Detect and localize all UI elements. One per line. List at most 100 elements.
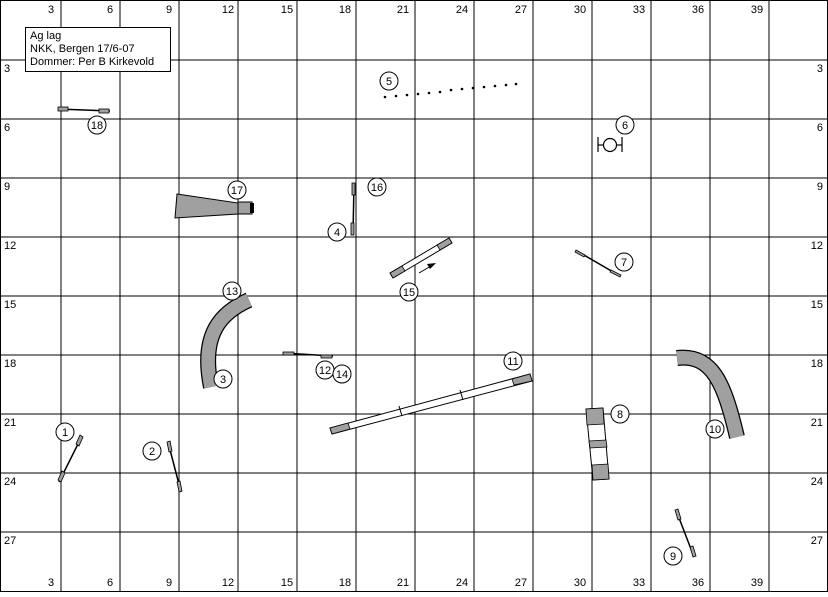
marker-label: 8 (617, 409, 623, 421)
jump-wing (674, 508, 682, 521)
jump-wing (351, 182, 356, 196)
weave-pole (449, 88, 453, 92)
jump-wing (689, 545, 697, 558)
tyre-ring (602, 137, 618, 153)
tunnel-body (201, 293, 252, 389)
obstacle-marker-2[interactable]: 2 (142, 441, 162, 461)
right-axis-label: 21 (811, 417, 823, 429)
obstacle-marker-14[interactable]: 14 (332, 364, 352, 384)
dogwalk-plank (329, 373, 533, 435)
obstacle-marker-9[interactable]: 9 (663, 546, 683, 566)
obstacle-10-tunnel[interactable] (676, 349, 745, 439)
jump-wing (98, 108, 110, 114)
obstacle-5-weave[interactable] (383, 82, 518, 99)
jump-wing (166, 440, 173, 453)
right-axis-label: 6 (817, 122, 823, 134)
top-axis-label: 39 (751, 4, 763, 16)
table-edge (591, 463, 610, 481)
marker-label: 14 (336, 369, 348, 381)
jump-wing (75, 434, 84, 447)
bottom-axis-label: 27 (515, 577, 527, 589)
marker-label: 15 (403, 287, 415, 299)
obstacle-numbers: 1 2 3 4 5 6 7 8 9 10 11 12 13 14 15 16 1… (55, 71, 725, 566)
marker-label: 6 (622, 120, 628, 132)
obstacle-9-jump[interactable] (674, 508, 697, 558)
obstacle-marker-12[interactable]: 12 (315, 360, 335, 380)
obstacle-11-dogwalk[interactable] (329, 373, 533, 435)
marker-label: 4 (334, 227, 340, 239)
obstacle-marker-15[interactable]: 15 (399, 282, 419, 302)
left-axis-label: 3 (4, 63, 10, 75)
obstacle-3-13-tunnel[interactable] (200, 292, 253, 389)
obstacle-15-seesaw[interactable] (389, 237, 453, 279)
arrow-head-icon (427, 263, 436, 269)
bottom-axis-label: 6 (107, 577, 113, 589)
bottom-axis-label: 15 (281, 577, 293, 589)
bottom-axis-label: 24 (456, 577, 468, 589)
obstacle-6-tyre[interactable] (597, 137, 623, 153)
obstacle-marker-1[interactable]: 1 (55, 422, 75, 442)
top-axis-label: 18 (339, 4, 351, 16)
chute (174, 193, 239, 219)
obstacle-12-14-jump[interactable] (282, 351, 334, 359)
jump-wing (176, 480, 183, 493)
obstacle-4-16-jump[interactable] (350, 182, 356, 236)
weave-pole (416, 92, 420, 96)
obstacle-1-jump[interactable] (57, 434, 84, 483)
obstacle-marker-18[interactable]: 18 (87, 115, 107, 135)
top-axis-label: 30 (574, 4, 586, 16)
right-axis-label: 24 (811, 476, 823, 488)
bottom-axis-label: 21 (397, 577, 409, 589)
left-axis-label: 24 (4, 476, 16, 488)
jump-wing (609, 269, 622, 278)
weave-pole (438, 90, 442, 94)
judge-name: Dommer: Per B Kirkevold (30, 56, 155, 68)
right-axis-label: 3 (817, 63, 823, 75)
bottom-axis-label: 3 (48, 577, 54, 589)
left-axis-label: 18 (4, 358, 16, 370)
obstacle-marker-17[interactable]: 17 (227, 180, 247, 200)
obstacle-18-jump[interactable] (57, 106, 111, 114)
jump-wing (320, 354, 333, 359)
chute-entry (250, 203, 254, 213)
weave-pole (504, 83, 508, 87)
top-axis-label: 6 (107, 4, 113, 16)
bottom-axis-labels: 3 6 9 12 15 18 21 24 27 30 33 36 39 (48, 577, 763, 589)
weave-pole (514, 82, 518, 86)
top-axis-label: 12 (222, 4, 234, 16)
obstacle-marker-6[interactable]: 6 (615, 115, 635, 135)
dogwalk-joint (398, 405, 403, 417)
weave-pole (427, 91, 431, 95)
obstacle-marker-4[interactable]: 4 (327, 222, 347, 242)
marker-label: 1 (62, 427, 68, 439)
obstacle-marker-7[interactable]: 7 (614, 252, 634, 272)
weave-pole (460, 87, 464, 91)
right-axis-labels: 3 6 9 12 15 18 21 24 27 (811, 63, 823, 547)
top-axis-label: 27 (515, 4, 527, 16)
obstacle-8-table[interactable] (585, 407, 610, 481)
right-axis-label: 9 (817, 181, 823, 193)
obstacle-marker-10[interactable]: 10 (705, 419, 725, 439)
jump-wing (574, 249, 586, 258)
obstacle-marker-3[interactable]: 3 (213, 369, 233, 389)
bottom-axis-label: 18 (339, 577, 351, 589)
marker-label: 3 (220, 374, 226, 386)
obstacle-marker-13[interactable]: 13 (222, 281, 242, 301)
obstacle-17-collapsed-tunnel[interactable] (174, 193, 254, 219)
obstacle-2-jump[interactable] (166, 440, 183, 493)
left-axis-label: 27 (4, 535, 16, 547)
obstacle-marker-16[interactable]: 16 (367, 177, 387, 197)
obstacle-marker-5[interactable]: 5 (379, 71, 399, 91)
marker-label: 13 (226, 286, 238, 298)
obstacle-7-jump[interactable] (574, 249, 622, 278)
chute-barrel (237, 201, 253, 215)
weave-pole (394, 94, 398, 98)
marker-label: 17 (231, 185, 243, 197)
weave-pole (493, 84, 497, 88)
left-axis-label: 6 (4, 122, 10, 134)
jump-wing (282, 351, 295, 356)
obstacle-marker-8[interactable]: 8 (610, 404, 630, 424)
obstacle-marker-11[interactable]: 11 (503, 351, 523, 371)
bottom-axis-label: 36 (692, 577, 704, 589)
